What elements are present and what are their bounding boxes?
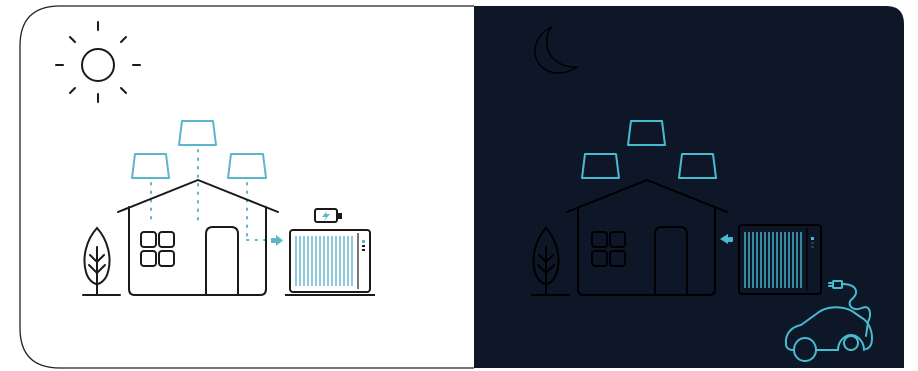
battery-storage-night	[739, 225, 821, 294]
battery-storage-day	[290, 230, 370, 292]
night-panel	[474, 0, 918, 371]
day-panel	[0, 0, 474, 371]
